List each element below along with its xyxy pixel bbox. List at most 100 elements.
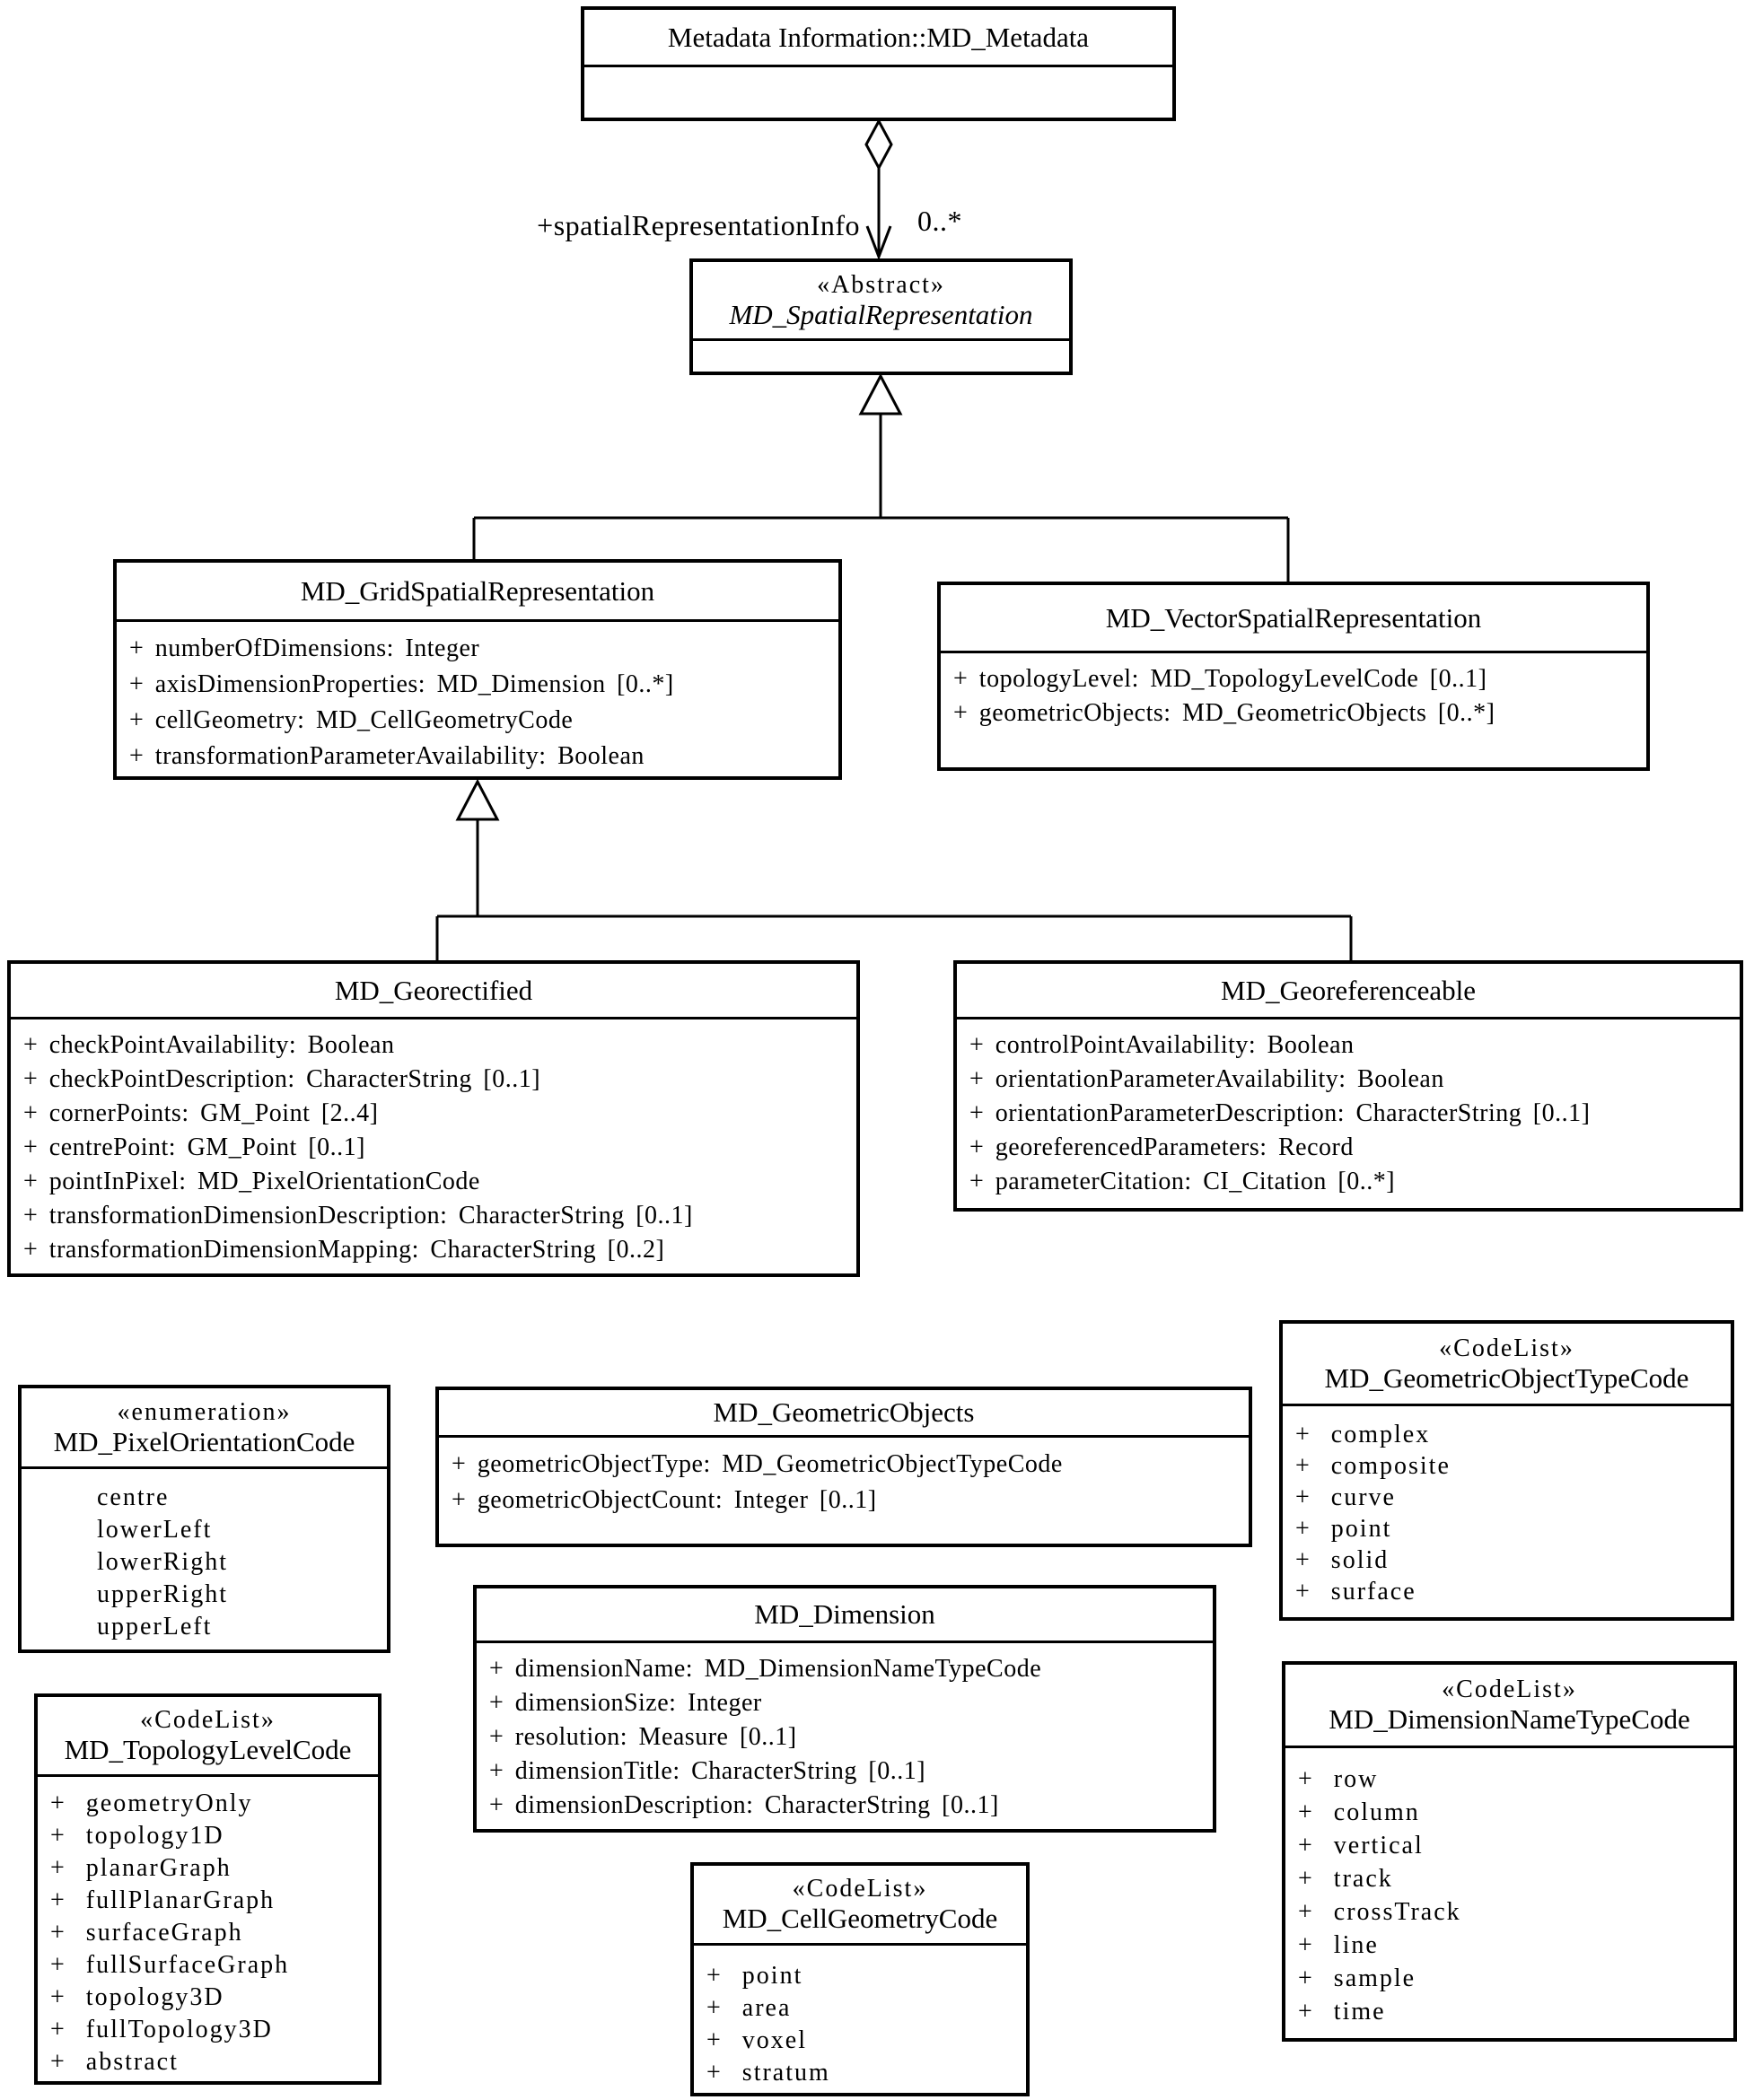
codelist-value-row: + planarGraph bbox=[50, 1854, 232, 1882]
attribute-row: + transformationDimensionDescription: Ch… bbox=[23, 1202, 693, 1229]
empty-attribute-compartment bbox=[584, 67, 1172, 85]
class-title: MD_VectorSpatialRepresentation bbox=[1105, 601, 1482, 634]
class-stereotype: «enumeration» bbox=[117, 1397, 292, 1426]
class-md-georectified: MD_Georectified + checkPointAvailability… bbox=[7, 960, 860, 1277]
generalization-arrow-icon bbox=[858, 372, 903, 416]
class-title-compartment: «Abstract» MD_SpatialRepresentation bbox=[693, 262, 1069, 341]
codelist-value-row: + complex bbox=[1295, 1421, 1431, 1448]
codelist-value-row: + time bbox=[1298, 1998, 1386, 2026]
class-title: MD_SpatialRepresentation bbox=[729, 298, 1033, 330]
attribute-row: + geometricObjects: MD_GeometricObjects … bbox=[953, 699, 1495, 727]
class-title-compartment: «CodeList» MD_GeometricObjectTypeCode bbox=[1283, 1324, 1731, 1406]
codelist-value-row: + fullPlanarGraph bbox=[50, 1886, 276, 1914]
class-title-compartment: MD_GeometricObjects bbox=[439, 1390, 1249, 1438]
attribute-row: + axisDimensionProperties: MD_Dimension … bbox=[129, 670, 674, 698]
class-md-spatial-representation: «Abstract» MD_SpatialRepresentation bbox=[689, 258, 1073, 375]
aggregation-diamond-icon bbox=[864, 118, 893, 171]
attribute-row: + cornerPoints: GM_Point [2..4] bbox=[23, 1099, 379, 1127]
attribute-row: + centrePoint: GM_Point [0..1] bbox=[23, 1133, 365, 1161]
class-title: Metadata Information::MD_Metadata bbox=[667, 21, 1090, 53]
generalization-connector-spatial bbox=[472, 372, 1290, 584]
enum-value-row: upperLeft bbox=[97, 1613, 213, 1641]
class-title-compartment: MD_GridSpatialRepresentation bbox=[117, 563, 838, 622]
attribute-compartment: + numberOfDimensions: Integer + axisDime… bbox=[117, 622, 838, 783]
codelist-value-row: + point bbox=[706, 1962, 803, 1990]
codelist-value-row: + abstract bbox=[50, 2048, 179, 2076]
class-title: MD_Dimension bbox=[754, 1598, 935, 1630]
enum-value-row: lowerLeft bbox=[97, 1516, 213, 1544]
codelist-value-row: + composite bbox=[1295, 1452, 1451, 1480]
attribute-row: + dimensionTitle: CharacterString [0..1] bbox=[489, 1757, 926, 1785]
value-compartment: + point + area + voxel + stratum bbox=[694, 1946, 1026, 2098]
attribute-row: + checkPointAvailability: Boolean bbox=[23, 1031, 395, 1059]
attribute-row: + geometricObjectType: MD_GeometricObjec… bbox=[452, 1450, 1063, 1478]
value-compartment: + row + column + vertical + track + cros… bbox=[1285, 1748, 1733, 2037]
codelist-value-row: + fullSurfaceGraph bbox=[50, 1951, 290, 1979]
attribute-row: + numberOfDimensions: Integer bbox=[129, 634, 480, 662]
class-title: MD_GeometricObjectTypeCode bbox=[1324, 1361, 1689, 1394]
attribute-row: + georeferencedParameters: Record bbox=[969, 1133, 1354, 1161]
codelist-value-row: + fullTopology3D bbox=[50, 2016, 273, 2043]
class-md-vector-spatial-representation: MD_VectorSpatialRepresentation + topolog… bbox=[937, 582, 1650, 771]
codelist-value-row: + geometryOnly bbox=[50, 1789, 253, 1817]
association-multiplicity-label: 0..* bbox=[917, 205, 962, 237]
codelist-value-row: + surfaceGraph bbox=[50, 1919, 243, 1947]
class-title-compartment: «enumeration» MD_PixelOrientationCode bbox=[22, 1388, 387, 1469]
codelist-value-row: + voxel bbox=[706, 2026, 807, 2054]
attribute-row: + dimensionName: MD_DimensionNameTypeCod… bbox=[489, 1655, 1042, 1683]
class-stereotype: «CodeList» bbox=[140, 1706, 276, 1734]
association-role-label: +spatialRepresentationInfo bbox=[537, 209, 860, 241]
class-title-compartment: MD_Georeferenceable bbox=[957, 964, 1740, 1019]
class-title: MD_Georectified bbox=[334, 974, 533, 1006]
class-md-grid-spatial-representation: MD_GridSpatialRepresentation + numberOfD… bbox=[113, 559, 842, 780]
attribute-row: + dimensionDescription: CharacterString … bbox=[489, 1791, 999, 1819]
codelist-value-row: + line bbox=[1298, 1931, 1379, 1959]
enum-value-row: upperRight bbox=[97, 1580, 228, 1608]
codelist-value-row: + solid bbox=[1295, 1546, 1390, 1574]
class-title: MD_GridSpatialRepresentation bbox=[300, 574, 655, 607]
class-md-geometric-objects: MD_GeometricObjects + geometricObjectTyp… bbox=[435, 1387, 1252, 1547]
attribute-compartment: + controlPointAvailability: Boolean + or… bbox=[957, 1019, 1740, 1208]
codelist-value-row: + point bbox=[1295, 1515, 1392, 1543]
value-compartment: + complex + composite + curve + point + … bbox=[1283, 1406, 1731, 1616]
codelist-value-row: + curve bbox=[1295, 1483, 1396, 1511]
generalization-arrow-icon bbox=[455, 778, 500, 821]
value-compartment: centre lowerLeft lowerRight upperRight u… bbox=[22, 1469, 387, 1643]
enum-value-row: lowerRight bbox=[97, 1548, 228, 1576]
class-title-compartment: MD_VectorSpatialRepresentation bbox=[941, 585, 1646, 653]
class-title-compartment: «CodeList» MD_DimensionNameTypeCode bbox=[1285, 1665, 1733, 1748]
aggregation-connector bbox=[864, 118, 893, 261]
codelist-md-cell-geometry-code: «CodeList» MD_CellGeometryCode + point +… bbox=[690, 1862, 1030, 2096]
attribute-row: + checkPointDescription: CharacterString… bbox=[23, 1065, 541, 1093]
class-md-georeferenceable: MD_Georeferenceable + controlPointAvaila… bbox=[953, 960, 1743, 1212]
class-stereotype: «CodeList» bbox=[1442, 1676, 1577, 1703]
attribute-row: + orientationParameterDescription: Chara… bbox=[969, 1099, 1591, 1127]
codelist-md-geometric-object-type-code: «CodeList» MD_GeometricObjectTypeCode + … bbox=[1279, 1320, 1734, 1621]
class-stereotype: «Abstract» bbox=[817, 270, 945, 299]
attribute-row: + cellGeometry: MD_CellGeometryCode bbox=[129, 706, 574, 734]
codelist-value-row: + surface bbox=[1295, 1578, 1416, 1606]
class-title: MD_PixelOrientationCode bbox=[53, 1425, 355, 1457]
class-title: MD_TopologyLevelCode bbox=[64, 1734, 352, 1765]
attribute-row: + geometricObjectCount: Integer [0..1] bbox=[452, 1486, 877, 1514]
class-md-dimension: MD_Dimension + dimensionName: MD_Dimensi… bbox=[473, 1585, 1216, 1833]
attribute-compartment: + dimensionName: MD_DimensionNameTypeCod… bbox=[477, 1643, 1213, 1832]
enum-value-row: centre bbox=[97, 1483, 170, 1511]
attribute-row: + topologyLevel: MD_TopologyLevelCode [0… bbox=[953, 665, 1487, 693]
class-title-compartment: Metadata Information::MD_Metadata bbox=[584, 10, 1172, 67]
class-title: MD_CellGeometryCode bbox=[722, 1903, 998, 1934]
class-title-compartment: MD_Dimension bbox=[477, 1588, 1213, 1643]
class-stereotype: «CodeList» bbox=[792, 1875, 928, 1903]
attribute-row: + controlPointAvailability: Boolean bbox=[969, 1031, 1355, 1059]
codelist-value-row: + topology3D bbox=[50, 1983, 224, 2011]
attribute-row: + resolution: Measure [0..1] bbox=[489, 1723, 797, 1751]
class-md-metadata: Metadata Information::MD_Metadata bbox=[581, 6, 1176, 121]
codelist-value-row: + crossTrack bbox=[1298, 1898, 1461, 1926]
attribute-row: + pointInPixel: MD_PixelOrientationCode bbox=[23, 1168, 480, 1195]
class-title: MD_DimensionNameTypeCode bbox=[1329, 1703, 1690, 1735]
attribute-compartment: + topologyLevel: MD_TopologyLevelCode [0… bbox=[941, 653, 1646, 739]
codelist-value-row: + sample bbox=[1298, 1964, 1416, 1992]
class-title-compartment: «CodeList» MD_TopologyLevelCode bbox=[38, 1697, 378, 1777]
codelist-md-topology-level-code: «CodeList» MD_TopologyLevelCode + geomet… bbox=[34, 1693, 381, 2085]
